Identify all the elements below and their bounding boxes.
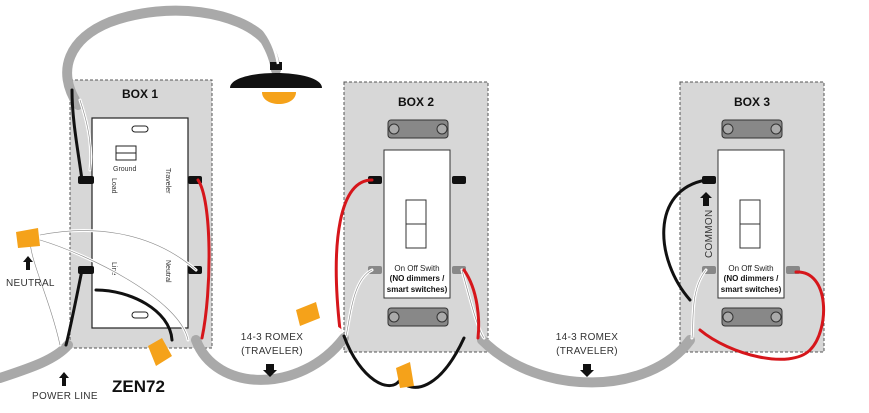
box-2-switch-note-2: smart switches) — [387, 285, 448, 294]
romex-2-arrow-icon — [580, 364, 594, 377]
box-3-title: BOX 3 — [734, 95, 770, 109]
box-3-switch-note-1: (NO dimmers / — [724, 274, 779, 283]
box-3-red-wire — [698, 270, 826, 361]
light-shade — [230, 73, 322, 88]
load-wire — [70, 88, 84, 182]
wire-nut-neutral — [16, 228, 40, 248]
romex-1-label-line-2: (TRAVELER) — [241, 346, 303, 357]
box-2-common-terminal — [368, 176, 382, 184]
box-2-title: BOX 2 — [398, 95, 434, 109]
zen72-ground-label: Ground — [113, 166, 136, 173]
romex-1-arrow-icon — [263, 364, 277, 377]
common-label: COMMON — [704, 210, 715, 258]
box-2-white-wire-2-outline — [461, 269, 485, 339]
light-wire-white — [261, 27, 280, 65]
power-line-cable — [0, 340, 73, 383]
product-label: ZEN72 — [112, 377, 165, 396]
neutral-white-wire-2 — [28, 238, 62, 347]
wire-nut-box2-left — [296, 302, 320, 326]
common-arrow-icon — [700, 192, 712, 206]
romex-2-label-line-1: 14-3 ROMEX — [556, 332, 618, 343]
power-line-label: POWER LINE — [32, 391, 98, 402]
neutral-white-wire-1-outline — [39, 230, 197, 271]
box-3-black-wire — [662, 178, 708, 302]
cables — [0, 5, 695, 388]
traveler-red-wire — [196, 178, 211, 340]
zen72-body — [91, 117, 189, 329]
box-3-top-yoke — [721, 119, 783, 139]
zen72-line-label: Line — [110, 262, 117, 275]
box-2-red-wire — [334, 178, 374, 332]
zen72-load-label: Load — [110, 178, 117, 194]
box-1-title: BOX 1 — [122, 87, 158, 101]
zen72-terminal-labels: Load Traveler Line Neutral — [110, 168, 171, 283]
box-2-bottom-yoke — [387, 307, 449, 327]
light-neutral-wire-outline — [79, 99, 91, 171]
neutral-white-wire-2-outline — [29, 239, 61, 346]
line-wire — [64, 268, 84, 347]
box-2-red-wire-2 — [462, 268, 481, 340]
box-3-bottom-yoke — [721, 307, 783, 327]
zen72-top-slot — [131, 125, 149, 133]
box-2-switch-note-1: (NO dimmers / — [390, 274, 445, 283]
box-3-switch-note-2: smart switches) — [721, 285, 782, 294]
romex-2-label-line-2: (TRAVELER) — [556, 346, 618, 357]
wire-nut-box1-bottom — [148, 338, 172, 366]
box-2-left-bottom-terminal — [368, 266, 382, 274]
zen72-bottom-slot — [131, 311, 149, 319]
romex-1-label-line-1: 14-3 ROMEX — [241, 332, 303, 343]
neutral-arrow-icon — [23, 256, 33, 270]
box-3-common-terminal — [702, 176, 716, 184]
zen72-neutral-label: Neutral — [164, 260, 171, 283]
box1-black-jumper — [94, 288, 174, 342]
light-cable — [62, 5, 281, 110]
box-3-white-wire-outline — [691, 269, 707, 339]
box-2-white-wire-1-outline — [345, 269, 373, 337]
zen72-traveler-label: Traveler — [164, 168, 171, 194]
neutral-label: NEUTRAL — [6, 278, 55, 289]
pointer-arrows — [23, 192, 712, 386]
wire-nut-box2-bottom — [396, 362, 414, 388]
bulb-icon — [262, 92, 296, 104]
box-2-switch-label: On Off Swith — [394, 264, 439, 273]
box-2-right-top-terminal — [452, 176, 466, 184]
romex-cable-1 — [191, 333, 349, 385]
romex-cable-2 — [477, 335, 695, 388]
zen72-device: Ground Load Traveler Line Neutral — [78, 117, 202, 329]
ground-screw-icon — [115, 145, 137, 161]
light-stem — [270, 62, 282, 70]
box-1-wires — [28, 88, 211, 347]
box-3-switch-label: On Off Swith — [728, 264, 773, 273]
box-3-switch: On Off Swith (NO dimmers / smart switche… — [702, 119, 800, 327]
box-3-wires — [662, 178, 826, 361]
power-line-arrow-icon — [59, 372, 69, 386]
box-2-switch: On Off Swith (NO dimmers / smart switche… — [368, 119, 466, 327]
light-fixture — [230, 62, 322, 104]
box-2-top-yoke — [387, 119, 449, 139]
